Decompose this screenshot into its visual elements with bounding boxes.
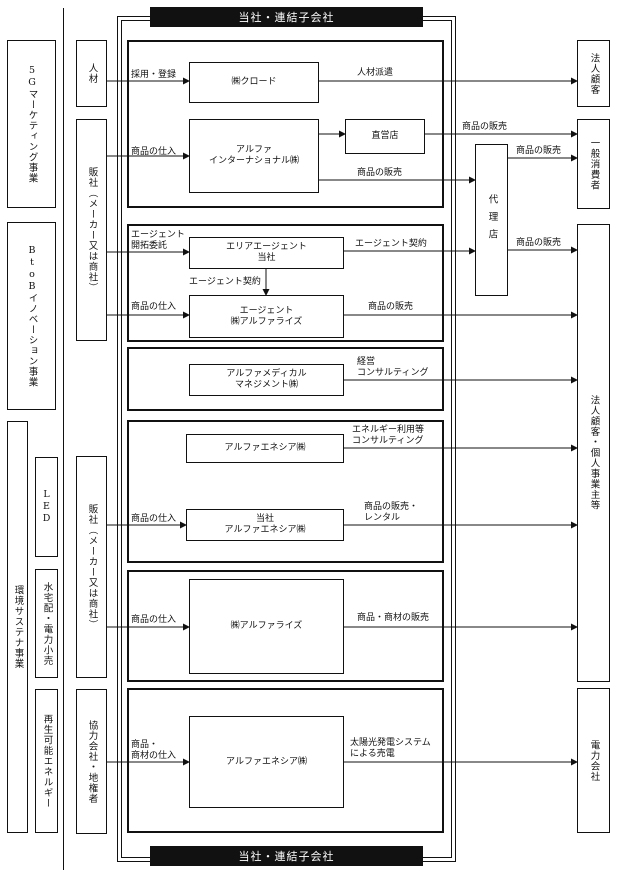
entity-chokueiten: 直営店	[345, 119, 425, 154]
flow-agent-keiyaku-1: エージェント契約	[355, 239, 427, 249]
segment-water: 水宅配・電力小売	[35, 569, 58, 678]
divider-line	[63, 8, 64, 870]
flow-jinzai-haken: 人材派遣	[357, 68, 394, 78]
segment-btob: BtoBイノベーション事業	[7, 222, 56, 410]
flow-shiire-1: 商品の仕入	[131, 147, 177, 157]
group-renew	[127, 688, 444, 833]
flow-hanbai-5: 商品の販売	[368, 302, 414, 312]
entity-medical: アルファメディカル マネジメント㈱	[189, 364, 344, 396]
entity-agent: エージェント ㈱アルファライズ	[189, 295, 344, 338]
flow-rental: 商品の販売・ レンタル	[364, 502, 419, 523]
source-hansha-2: 販社（メーカー又は商社）	[76, 456, 107, 678]
segment-renew: 再生可能エネルギー	[35, 689, 58, 833]
entity-crowd: ㈱クロード	[189, 62, 319, 103]
flow-energy: エネルギー利用等 コンサルティング	[352, 425, 425, 446]
flow-agent-keiyaku-2: エージェント契約	[189, 277, 261, 287]
flow-keiei: 経営 コンサルティング	[357, 357, 429, 378]
flow-hanbai-4: 商品の販売	[516, 238, 562, 248]
flow-shozai: 商品・商材の販売	[357, 613, 430, 623]
entity-ensia-2: アルファエネシア㈱	[189, 716, 344, 808]
flow-shiire-5: 商品・ 商材の仕入	[131, 740, 177, 761]
entity-area-agent: エリアエージェント 当社	[189, 237, 344, 269]
customer-houjin-kojin: 法人顧客・個人事業主等	[577, 224, 610, 682]
customer-denryoku: 電力会社	[577, 688, 610, 833]
source-kyoryoku: 協力会社・地権者	[76, 689, 107, 834]
flow-hanbai-1: 商品の販売	[462, 122, 508, 132]
flow-hanbai-3: 商品の販売	[357, 168, 403, 178]
entity-alpha-international: アルファ インターナショナル㈱	[189, 119, 319, 193]
entity-dairiten: 代理店	[475, 144, 508, 296]
flow-agent-itaku: エージェント 開拓委託	[131, 230, 185, 251]
entity-alpharise: ㈱アルファライズ	[189, 579, 344, 674]
flow-taiyoko: 太陽光発電システム による売電	[350, 738, 431, 759]
segment-5g: 5Gマーケティング事業	[7, 40, 56, 208]
segment-env: 環境サステナ事業	[7, 421, 28, 833]
flow-hanbai-2: 商品の販売	[516, 146, 562, 156]
flow-shiire-3: 商品の仕入	[131, 514, 177, 524]
flow-shiire-2: 商品の仕入	[131, 302, 177, 312]
entity-ensia-tosha: 当社 アルファエネシア㈱	[186, 509, 344, 541]
entity-ensia-1: アルファエネシア㈱	[186, 434, 344, 463]
segment-led: LED	[35, 457, 58, 557]
bottom-band: 当社・連結子会社	[150, 846, 423, 866]
flow-saiyo: 採用・登録	[131, 70, 177, 80]
source-hansha-1: 販社（メーカー又は商社）	[76, 119, 107, 341]
top-band: 当社・連結子会社	[150, 7, 423, 27]
customer-ippan: 一般消費者	[577, 119, 610, 209]
source-jinzai: 人材	[76, 40, 107, 107]
flow-shiire-4: 商品の仕入	[131, 615, 177, 625]
customer-houjin-top: 法人顧客	[577, 40, 610, 107]
